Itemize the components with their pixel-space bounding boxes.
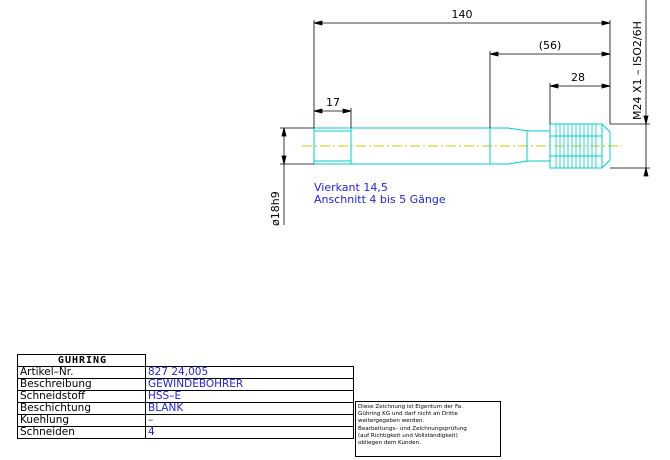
row-value: 827 24,005	[145, 366, 354, 379]
title-row: Artikel–Nr. 827 24,005	[17, 366, 354, 379]
title-row: Schneiden 4	[17, 426, 354, 439]
dim-overall-length: 140	[452, 8, 473, 21]
notice-line: weitergegeben werden.	[358, 418, 425, 425]
row-value: BLANK	[145, 402, 354, 415]
notice-line: (auf Richtigkeit und Vollständigkeit)	[358, 432, 458, 439]
dim-thread-spec: M24 X1 – ISO2/6H	[631, 21, 644, 120]
dim-shank-length: (56)	[539, 39, 562, 52]
title-row: Kuehlung –	[17, 414, 354, 427]
note-square: Vierkant 14,5	[314, 181, 388, 194]
title-row: Beschreibung GEWINDEBOHRER	[17, 378, 354, 391]
thread-hatching	[555, 124, 597, 168]
ownership-notice: Diese Zeichnung ist Eigentum der Fa. Güh…	[355, 401, 501, 457]
row-label: Schneiden	[17, 426, 146, 439]
title-row: Beschichtung BLANK	[17, 402, 354, 415]
notice-line: obliegen dem Kunden.	[358, 440, 421, 447]
dim-square-length: 17	[326, 96, 340, 109]
row-label: Schneidstoff	[17, 390, 146, 403]
title-block: GÜHRING Artikel–Nr. 827 24,005 Beschreib…	[17, 354, 354, 439]
notice-line: Gühring KG und darf nicht an Dritte	[358, 411, 458, 418]
dim-shank-diameter: ø18h9	[269, 191, 282, 226]
row-value: –	[145, 414, 354, 427]
row-label: Kuehlung	[17, 414, 146, 427]
notice-line: Diese Zeichnung ist Eigentum der Fa.	[358, 404, 463, 410]
row-label: Beschreibung	[17, 378, 146, 391]
row-value: HSS–E	[145, 390, 354, 403]
title-row: Schneidstoff HSS–E	[17, 390, 354, 403]
dim-thread-length: 28	[571, 71, 585, 84]
company-logo: GÜHRING	[17, 354, 146, 367]
row-label: Artikel–Nr.	[17, 366, 146, 379]
notice-line: Bearbeitungs– und Zeichnungsprüfung	[358, 425, 467, 432]
row-value: 4	[145, 426, 354, 439]
row-label: Beschichtung	[17, 402, 146, 415]
row-value: GEWINDEBOHRER	[145, 378, 354, 391]
note-chamfer: Anschnitt 4 bis 5 Gänge	[314, 193, 446, 206]
dimension-lines	[280, 0, 650, 225]
